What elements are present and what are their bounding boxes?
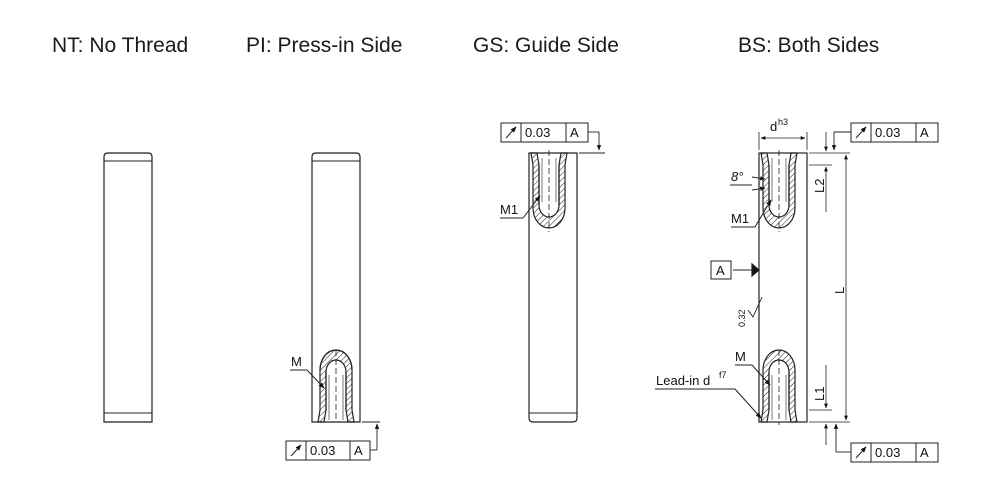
label-l2: L2 <box>812 179 827 193</box>
label-m1-both-sides: M1 <box>731 211 749 226</box>
title-press-in-side: PI: Press-in Side <box>246 34 403 57</box>
label-m1-guide-side: M1 <box>500 202 518 217</box>
title-guide-side: GS: Guide Side <box>473 34 619 57</box>
thread-hole-press-in <box>317 349 355 423</box>
pin-press-in <box>290 152 380 451</box>
label-angle: 8° <box>731 169 743 184</box>
pin-guide-side <box>500 131 605 423</box>
tolerance-frame-bottom-both-sides <box>850 442 939 463</box>
label-m-press-in: M <box>291 354 302 369</box>
runout-arrow-icon <box>855 126 867 139</box>
runout-arrow-icon <box>505 126 517 139</box>
tolerance-datum-bottom-both-sides: A <box>920 445 929 460</box>
label-roughness: 0.32 <box>737 309 747 327</box>
title-both-sides: BS: Both Sides <box>738 34 880 57</box>
pin-no-thread <box>103 152 153 423</box>
label-diameter-tolerance: h3 <box>778 117 788 127</box>
tolerance-frame-top-both-sides <box>850 122 939 143</box>
tolerance-value-bottom-both-sides: 0.03 <box>875 445 900 460</box>
label-lead-in-base: Lead-in d <box>656 373 710 388</box>
pin-both-sides <box>655 131 851 453</box>
label-diameter-base: d <box>770 119 777 134</box>
tolerance-datum-press-in: A <box>354 443 363 458</box>
datum-frame <box>710 260 732 280</box>
tolerance-frame-guide-side <box>500 122 589 143</box>
label-m-both-sides: M <box>735 349 746 364</box>
thread-hole-guide-side <box>530 150 568 232</box>
tolerance-datum-guide-side: A <box>570 125 579 140</box>
tolerance-value-top-both-sides: 0.03 <box>875 125 900 140</box>
label-datum-a: A <box>716 263 725 278</box>
tolerance-datum-top-both-sides: A <box>920 125 929 140</box>
tolerance-frame-press-in <box>285 440 371 461</box>
tolerance-value-press-in: 0.03 <box>310 443 335 458</box>
thread-hole-top-both-sides <box>760 150 798 232</box>
label-l1: L1 <box>812 387 827 401</box>
label-lead-in-tolerance: f7 <box>719 370 727 380</box>
thread-hole-bottom-both-sides <box>760 349 798 425</box>
runout-arrow-icon <box>290 444 302 457</box>
runout-arrow-icon <box>855 446 867 459</box>
title-no-thread: NT: No Thread <box>52 34 189 57</box>
tolerance-value-guide-side: 0.03 <box>525 125 550 140</box>
label-length: L <box>832 287 847 294</box>
